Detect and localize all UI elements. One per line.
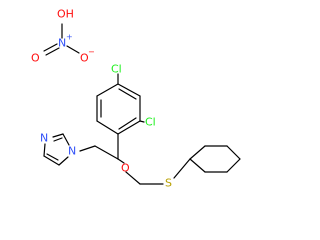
nitrate-o-right-label: O <box>80 52 89 65</box>
chex-bond-6 <box>189 158 206 173</box>
imid-bond-n3-c2 <box>52 133 64 138</box>
ring-bond-cd <box>117 120 141 135</box>
imid-bond-c4-n3 <box>43 143 46 157</box>
ring-bond-fa <box>96 83 119 97</box>
chex-bond-4 <box>226 158 241 173</box>
nitrate-n-charge: + <box>66 33 73 42</box>
imid-double-c5-c4 <box>46 153 59 161</box>
thioether-chain: O S <box>117 145 241 190</box>
nitrate-o-left-label: O <box>31 52 40 65</box>
chex-bond-3 <box>226 145 241 160</box>
oh-label: OH <box>57 8 74 21</box>
imid-n-top-label: N <box>40 132 48 145</box>
nitrate-n-label: N <box>58 37 66 50</box>
ring-bond-ab <box>117 83 141 97</box>
bond-ch2-n <box>79 145 96 152</box>
bond-ch-ch2 <box>94 145 119 160</box>
imid-n-attach-label: N <box>68 145 76 158</box>
bond-s-chex <box>173 158 191 179</box>
imid-bond-c5-c4 <box>43 155 60 166</box>
imid-bond-n1-c5 <box>58 156 69 166</box>
imid-double-n3-c2 <box>53 137 63 142</box>
bond-n-o-minus <box>66 45 80 54</box>
ring-double-ab <box>118 88 137 100</box>
bond-o-ch2 <box>125 171 141 185</box>
cl-top-label: Cl <box>111 63 122 76</box>
imidazole-chain: N N <box>40 132 119 166</box>
ring-bond-de <box>96 120 119 135</box>
bond-n-o-double-a <box>43 43 58 52</box>
bond-ch-o <box>117 158 125 164</box>
molecule-canvas: OH N + O O − Cl Cl <box>31 8 241 190</box>
ether-o-label: O <box>121 162 130 175</box>
cl-right-label: Cl <box>145 116 156 129</box>
nitrate-o-right-charge: − <box>88 48 95 57</box>
bond-n-o-double-b <box>45 47 60 56</box>
imid-bond-c2-n1 <box>62 133 70 146</box>
chex-bond-1 <box>189 145 206 160</box>
bond-ring-cl-right <box>139 120 145 123</box>
thio-s-label: S <box>165 177 172 190</box>
nitric-acid: OH N + O O − <box>31 8 95 65</box>
ring-double-cd <box>118 117 137 130</box>
dichlorophenyl-ring: Cl Cl <box>96 63 156 160</box>
